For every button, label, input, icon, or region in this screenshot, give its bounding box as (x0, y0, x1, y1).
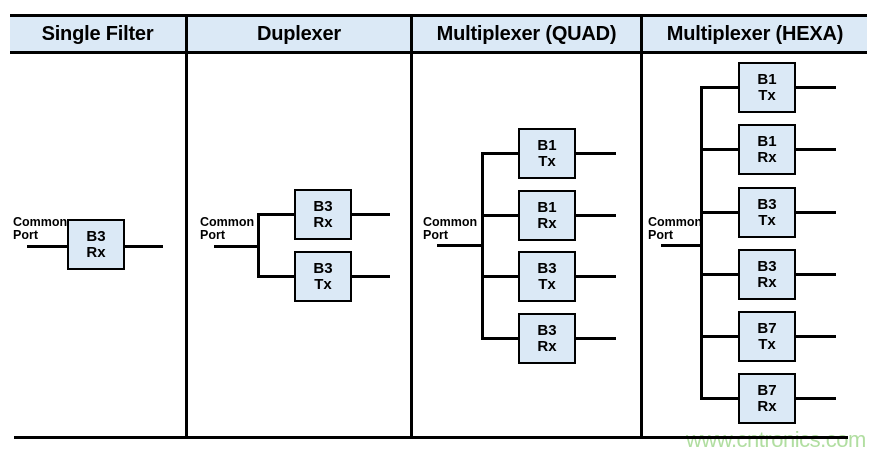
branch-line (703, 148, 738, 151)
branch-line (703, 397, 738, 400)
filter-band-label: B3 (86, 227, 106, 245)
filter-band-label: B3 (757, 195, 777, 213)
filter-path-label: Rx (757, 273, 777, 291)
output-line (796, 86, 836, 89)
branch-line (703, 211, 738, 214)
filter-box-b1-rx: B1 Rx (738, 124, 796, 175)
branch-line (260, 275, 294, 278)
filter-path-label: Rx (757, 397, 777, 415)
output-line (352, 275, 390, 278)
header-bottom-border (10, 51, 867, 54)
filter-box-b3-rx: B3 Rx (738, 249, 796, 300)
filter-box-b7-rx: B7 Rx (738, 373, 796, 424)
filter-band-label: B3 (313, 197, 333, 215)
filter-band-label: B3 (537, 259, 557, 277)
bus-line (257, 213, 260, 278)
branch-line (484, 214, 518, 217)
filter-band-label: B7 (757, 319, 777, 337)
filter-box-b1-rx: B1 Rx (518, 190, 576, 241)
output-line (576, 152, 616, 155)
output-line (796, 148, 836, 151)
filter-box-b3-rx: B3 Rx (518, 313, 576, 364)
filter-path-label: Tx (538, 275, 556, 293)
common-port-label: Common Port (13, 215, 68, 242)
filter-band-label: B1 (537, 198, 557, 216)
watermark-text: www.cntronics.com (686, 427, 866, 452)
filter-band-label: B3 (757, 257, 777, 275)
filter-box-b1-tx: B1 Tx (738, 62, 796, 113)
column-divider-3 (640, 14, 643, 439)
branch-line (703, 273, 738, 276)
header-duplexer: Duplexer (188, 17, 410, 51)
filter-path-label: Tx (758, 335, 776, 353)
output-line (796, 211, 836, 214)
filter-band-label: B3 (537, 321, 557, 339)
output-line (796, 273, 836, 276)
filter-band-label: B1 (537, 136, 557, 154)
common-port-line (27, 245, 67, 248)
filter-box-b1-tx: B1 Tx (518, 128, 576, 179)
filter-box-b3-rx: B3 Rx (67, 219, 125, 270)
filter-path-label: Rx (537, 214, 557, 232)
common-port-line (437, 244, 483, 247)
output-line (576, 275, 616, 278)
filter-band-label: B1 (757, 132, 777, 150)
filter-box-b3-tx: B3 Tx (738, 187, 796, 238)
output-line (125, 245, 163, 248)
common-port-label: Common Port (423, 215, 478, 242)
branch-line (703, 86, 738, 89)
filter-path-label: Rx (86, 243, 106, 261)
column-divider-2 (410, 14, 413, 439)
filter-path-label: Tx (758, 211, 776, 229)
branch-line (484, 337, 518, 340)
filter-path-label: Tx (758, 86, 776, 104)
filter-path-label: Rx (313, 213, 333, 231)
filter-band-label: B1 (757, 70, 777, 88)
branch-line (484, 275, 518, 278)
filter-box-b7-tx: B7 Tx (738, 311, 796, 362)
output-line (352, 213, 390, 216)
branch-line (484, 152, 518, 155)
common-port-label: Common Port (648, 215, 703, 242)
header-multiplexer-quad: Multiplexer (QUAD) (413, 17, 640, 51)
filter-box-b3-tx: B3 Tx (294, 251, 352, 302)
bus-line (700, 86, 703, 400)
common-port-line (661, 244, 702, 247)
header-multiplexer-hexa: Multiplexer (HEXA) (643, 17, 867, 51)
filter-path-label: Tx (314, 275, 332, 293)
common-port-line (214, 245, 260, 248)
table-bottom-border (14, 436, 848, 439)
output-line (576, 214, 616, 217)
filter-path-label: Tx (538, 152, 556, 170)
branch-line (703, 335, 738, 338)
filter-path-label: Rx (537, 337, 557, 355)
filter-box-b3-rx: B3 Rx (294, 189, 352, 240)
filter-band-label: B7 (757, 381, 777, 399)
filter-box-b3-tx: B3 Tx (518, 251, 576, 302)
output-line (796, 335, 836, 338)
header-single-filter: Single Filter (10, 17, 185, 51)
table-top-border (10, 14, 867, 17)
bus-line (481, 152, 484, 340)
branch-line (260, 213, 294, 216)
output-line (576, 337, 616, 340)
filter-band-label: B3 (313, 259, 333, 277)
common-port-label: Common Port (200, 215, 255, 242)
column-divider-1 (185, 14, 188, 439)
output-line (796, 397, 836, 400)
filter-path-label: Rx (757, 148, 777, 166)
